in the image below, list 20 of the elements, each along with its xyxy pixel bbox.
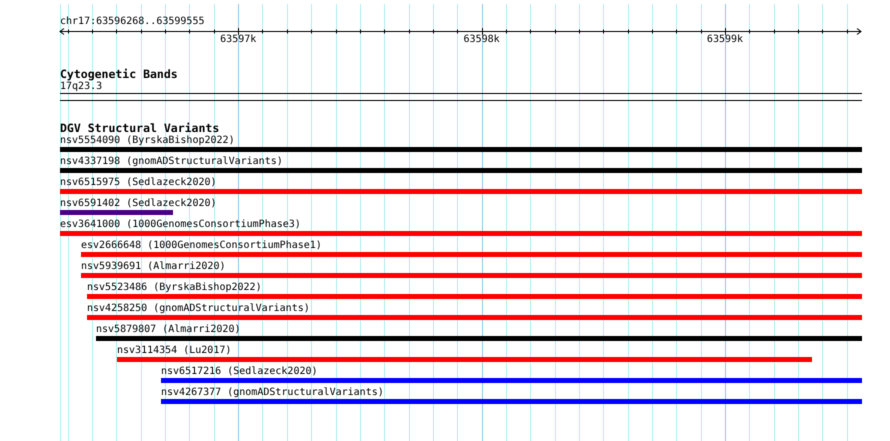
feature-label: nsv5554090 (ByrskaBishop2022) <box>60 135 236 146</box>
feature-label: nsv3114354 (Lu2017) <box>117 345 232 356</box>
feature-label: nsv4267377 (gnomADStructuralVariants) <box>161 387 385 398</box>
feature-label: nsv4258250 (gnomADStructuralVariants) <box>87 303 311 314</box>
feature-label: nsv5879807 (Almarri2020) <box>96 324 242 335</box>
feature-label: esv2666648 (1000GenomesConsortiumPhase1) <box>81 240 323 251</box>
coordinate-range: chr17:63596268..63599555 <box>60 16 204 26</box>
band-label: 17q23.3 <box>60 80 104 92</box>
tick-label: 63599k <box>706 34 744 45</box>
tick-label: 63597k <box>220 34 256 45</box>
track-title: DGV Structural Variants <box>60 122 220 134</box>
feature-label: nsv6515975 (Sedlazeck2020) <box>60 177 218 188</box>
feature-label: nsv5523486 (ByrskaBishop2022) <box>87 282 263 293</box>
tick-label: 63598k <box>464 34 500 45</box>
feature-label: nsv6517216 (Sedlazeck2020) <box>161 366 319 377</box>
feature-label: nsv6591402 (Sedlazeck2020) <box>60 198 217 209</box>
track-title: Cytogenetic Bands <box>60 68 178 80</box>
feature-label: nsv4337198 (gnomADStructuralVariants) <box>60 156 284 167</box>
feature-label: esv3641000 (1000GenomesConsortiumPhase3) <box>60 219 302 230</box>
feature-label: nsv5939691 (Almarri2020) <box>81 261 226 272</box>
